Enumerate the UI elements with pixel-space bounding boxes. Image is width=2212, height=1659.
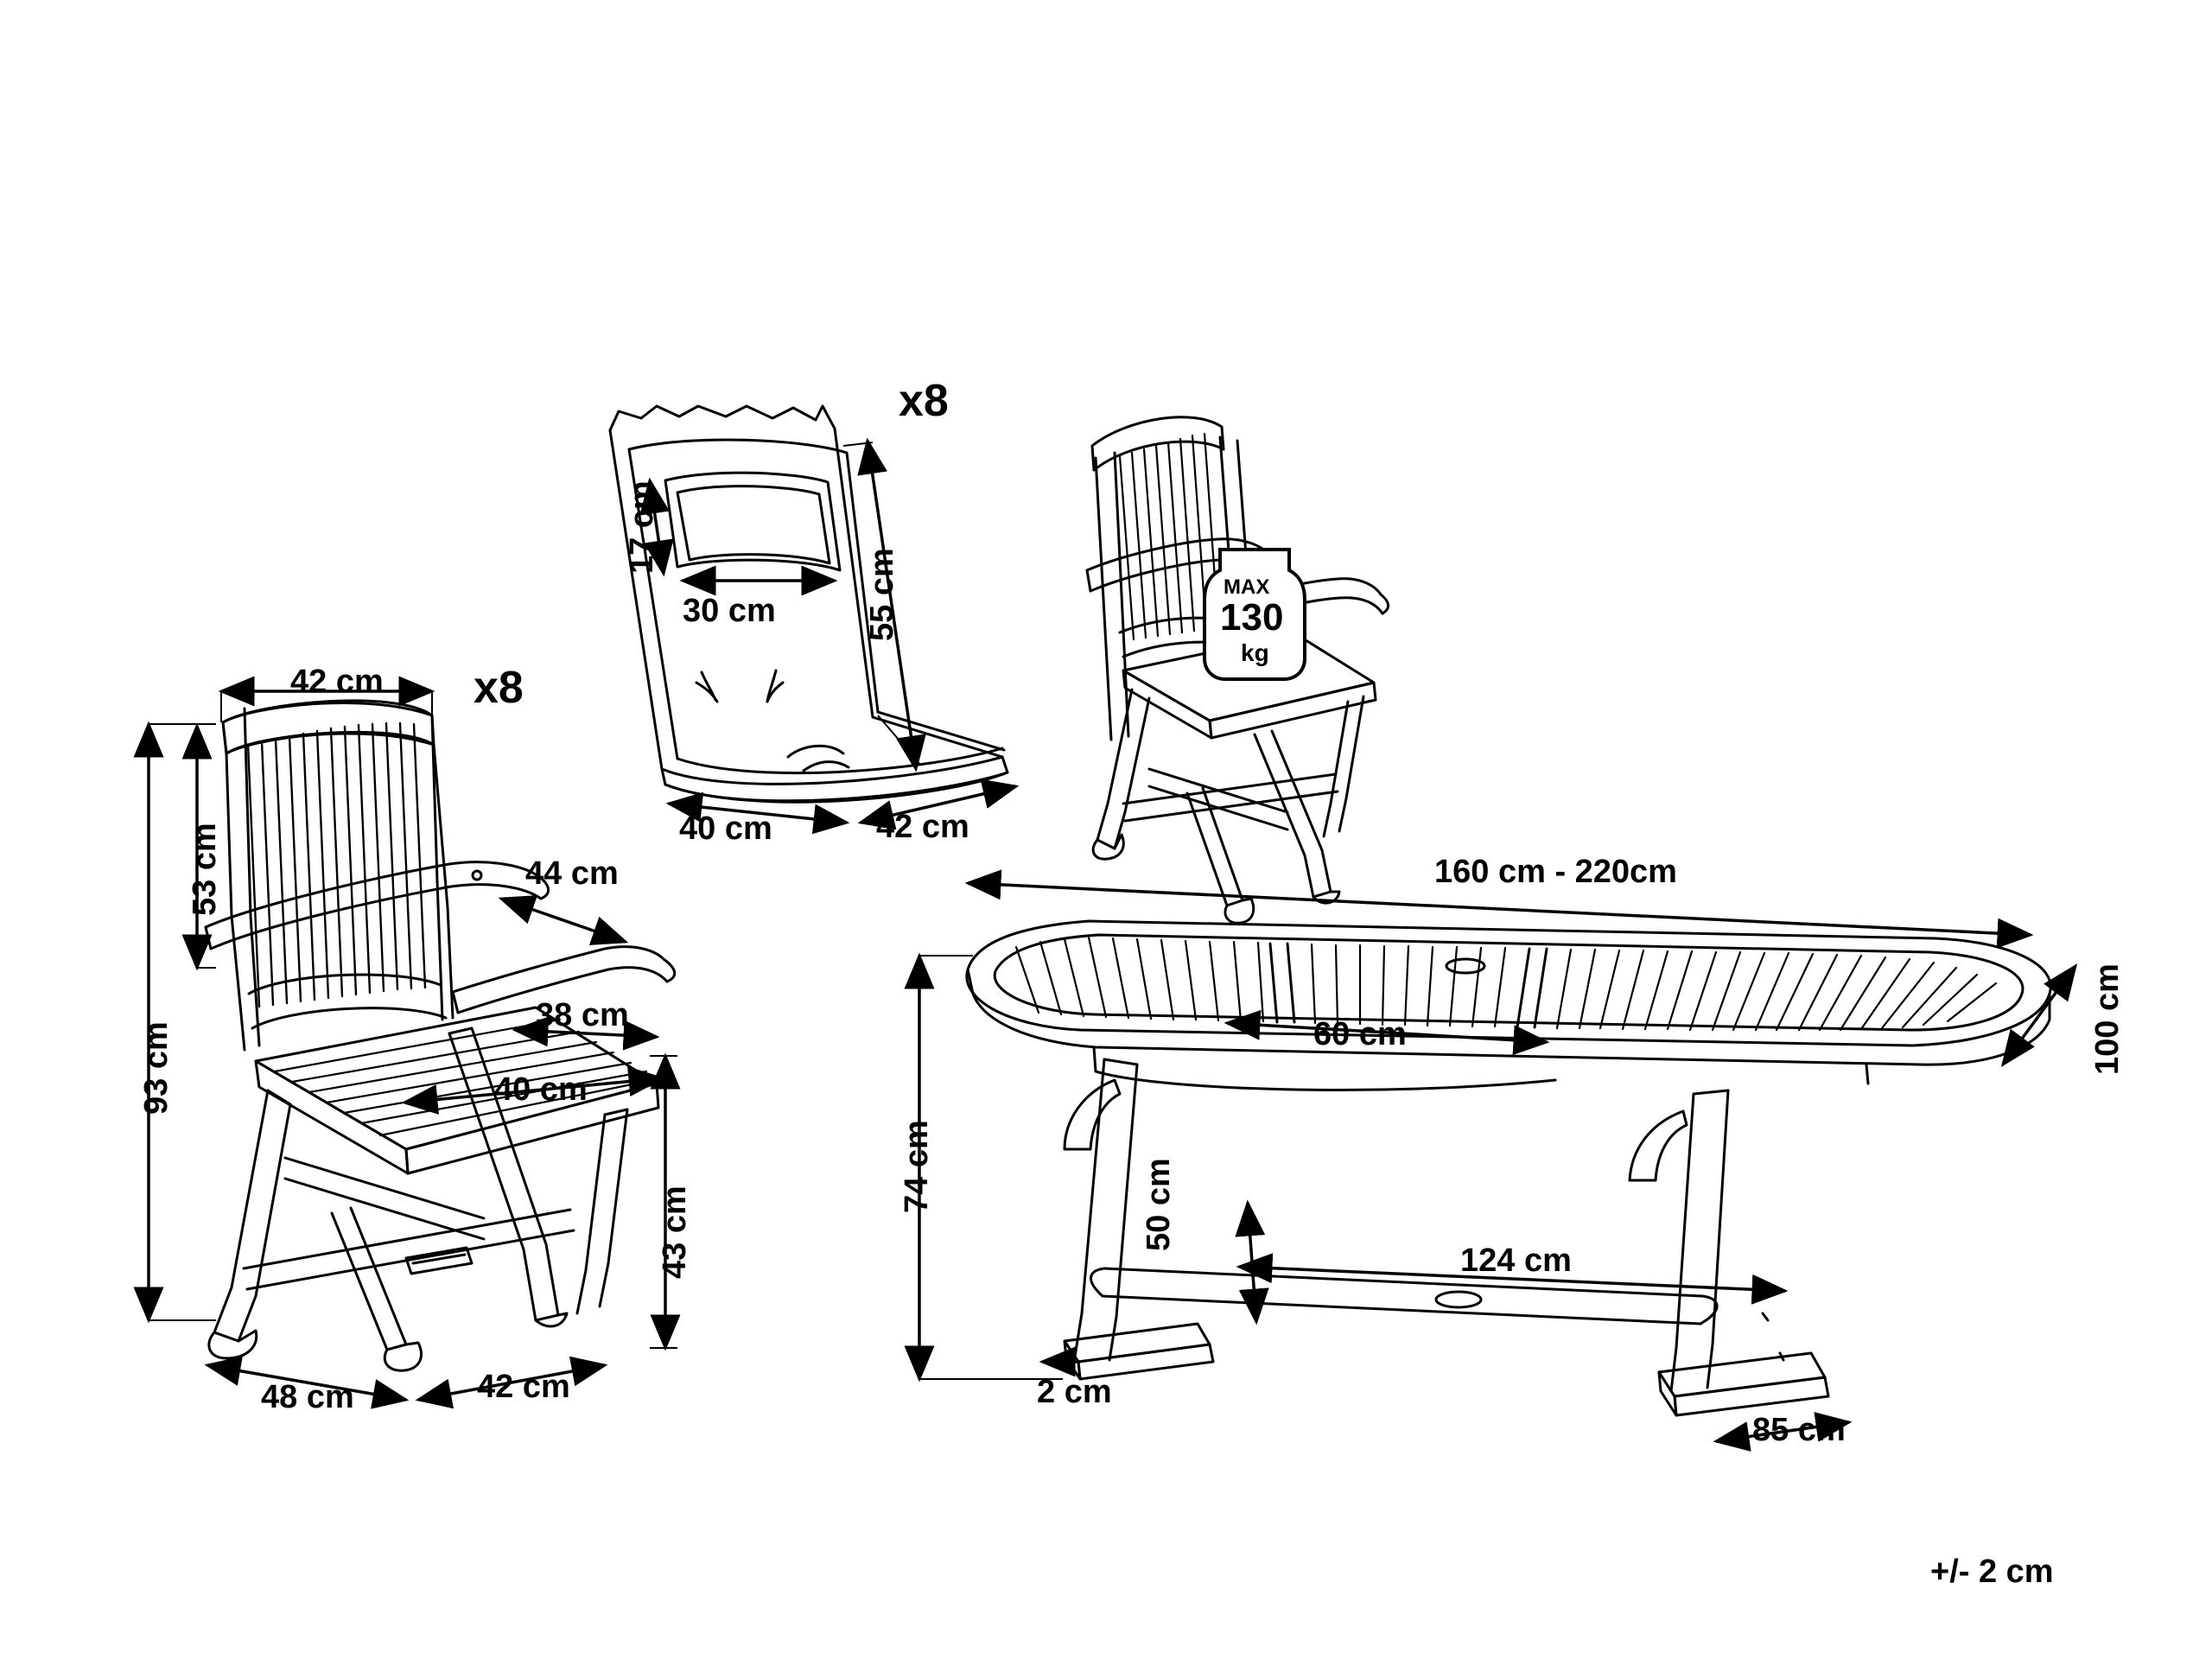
badge-max-label: MAX [1224, 575, 1270, 599]
table-width-label: 100 cm [2089, 963, 2126, 1075]
cushion-seat-depth-label: 40 cm [679, 810, 772, 847]
chair-quantity-label: x8 [474, 663, 524, 713]
table-length-label: 160 cm - 220cm [1434, 854, 1677, 890]
table-height-label: 74 cm [899, 1120, 935, 1213]
cushion-seat-width-label: 42 cm [876, 809, 969, 845]
badge-unit-label: kg [1241, 639, 1269, 666]
chair-armrest-depth-label: 44 cm [525, 855, 619, 892]
table-illustration [965, 919, 2052, 1417]
cushion-quantity-label: x8 [899, 376, 949, 426]
chair-seat-depth-label: 38 cm [536, 997, 629, 1033]
chair-seat-front-width-label: 40 cm [494, 1071, 588, 1108]
tolerance-note: +/- 2 cm [1930, 1554, 2054, 1590]
chair-base-depth-label: 48 cm [261, 1379, 354, 1415]
table-thickness-label: 2 cm [1037, 1374, 1112, 1410]
table-leg-span-label: 124 cm [1460, 1243, 1572, 1279]
cushion-pocket-width-label: 30 cm [683, 593, 776, 629]
table-stretcher-height-label: 50 cm [1141, 1158, 1177, 1251]
badge-value-label: 130 [1220, 596, 1284, 639]
table-foot-width-label: 85 cm [1752, 1412, 1846, 1448]
chair-width-top-label: 42 cm [290, 664, 384, 700]
chair-base-width-label: 42 cm [477, 1369, 570, 1405]
table-leaf-label: 60 cm [1313, 1016, 1407, 1052]
